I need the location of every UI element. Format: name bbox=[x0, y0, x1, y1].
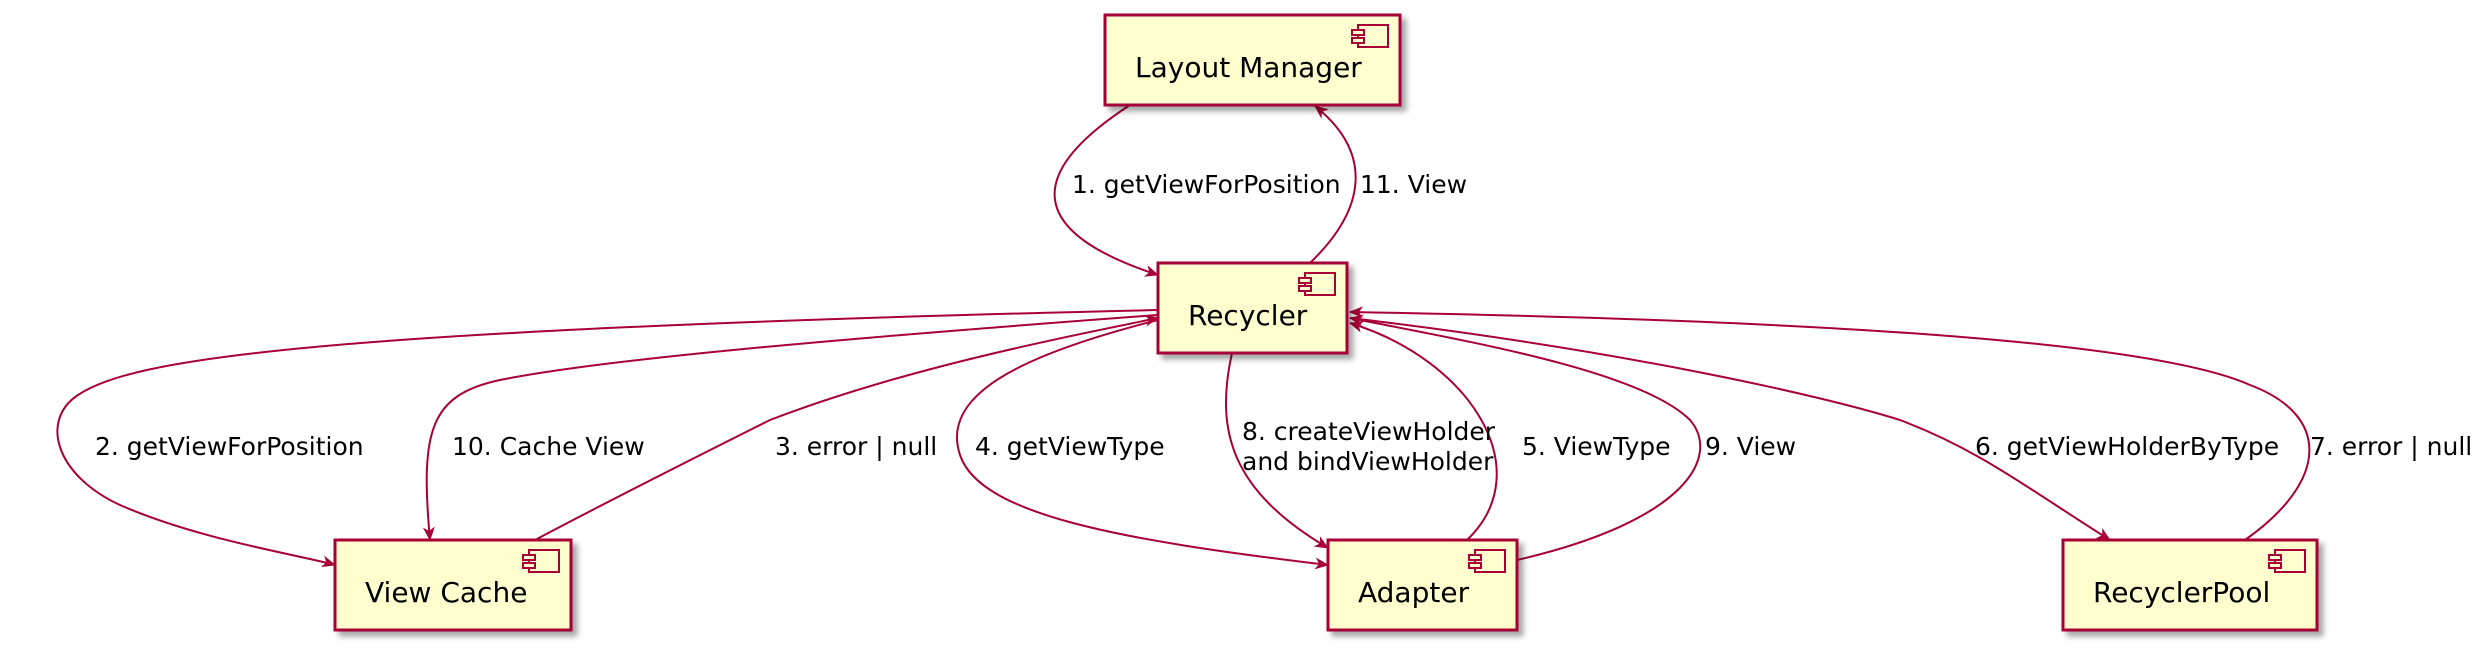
component-label: Layout Manager bbox=[1135, 51, 1362, 84]
edge-label-e2: 2. getViewForPosition bbox=[95, 432, 364, 461]
component-icon bbox=[1468, 549, 1506, 573]
edge-label-e11: 11. View bbox=[1360, 170, 1467, 199]
component-recycler-pool[interactable]: RecyclerPool bbox=[2061, 538, 2319, 632]
component-label: Recycler bbox=[1188, 299, 1308, 332]
edge-recycler-to-layout-manager bbox=[1309, 105, 1357, 264]
edge-label-e4: 4. getViewType bbox=[975, 432, 1165, 461]
edge-recycler-to-view-cache bbox=[422, 314, 1159, 541]
edge-label-e9: 9. View bbox=[1705, 432, 1796, 461]
edge-layout-manager-to-recycler bbox=[1053, 104, 1159, 277]
edge-label-e10: 10. Cache View bbox=[452, 432, 645, 461]
edge-adapter-to-recycler bbox=[1349, 314, 1702, 561]
edge-label-e3: 3. error | null bbox=[775, 432, 937, 461]
edges-layer bbox=[56, 104, 2311, 570]
component-recycler[interactable]: Recycler bbox=[1156, 261, 1349, 355]
component-adapter[interactable]: Adapter bbox=[1326, 538, 1519, 632]
edge-label-e1: 1. getViewForPosition bbox=[1072, 170, 1341, 199]
component-label: View Cache bbox=[365, 576, 527, 609]
component-box bbox=[333, 538, 573, 632]
edge-label-e6: 6. getViewHolderByType bbox=[1975, 432, 2279, 461]
component-icon bbox=[522, 549, 560, 573]
edge-labels-layer: 1. getViewForPosition 11. View 2. getViewF… bbox=[95, 170, 2472, 476]
component-icon bbox=[2268, 549, 2306, 573]
edge-adapter-to-recycler bbox=[1349, 321, 1498, 541]
edge-label-e5: 5. ViewType bbox=[1522, 432, 1671, 461]
edge-label-e7: 7. error | null bbox=[2310, 432, 2472, 461]
edge-recycler-to-recycler-pool bbox=[1349, 317, 2111, 541]
edge-recycler-to-adapter bbox=[1225, 352, 1329, 549]
edge-view-cache-to-recycler bbox=[534, 314, 1159, 541]
component-label: Adapter bbox=[1358, 576, 1470, 609]
component-icon bbox=[1351, 24, 1389, 48]
edge-recycler-to-adapter bbox=[955, 319, 1329, 570]
component-layout-manager[interactable]: Layout Manager bbox=[1103, 13, 1402, 107]
edge-recycler-pool-to-recycler bbox=[1349, 306, 2311, 541]
edge-recycler-to-view-cache bbox=[56, 309, 1159, 568]
component-box bbox=[1103, 13, 1402, 107]
component-label: RecyclerPool bbox=[2093, 576, 2270, 609]
component-icon bbox=[1298, 272, 1336, 296]
component-view-cache[interactable]: View Cache bbox=[333, 538, 573, 632]
